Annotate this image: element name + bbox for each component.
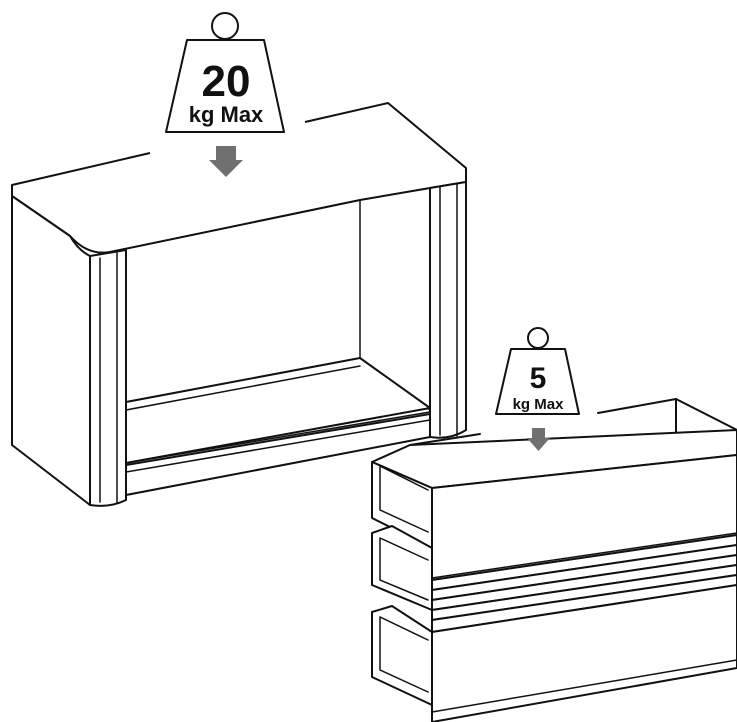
drawer-unit bbox=[371, 398, 737, 722]
down-arrow-icon bbox=[527, 428, 550, 451]
weight-badge-drawer: 5 kg Max bbox=[495, 327, 580, 415]
console-weight-value: 20 bbox=[202, 57, 251, 106]
console-left-leg bbox=[89, 249, 127, 507]
console-table bbox=[11, 102, 467, 507]
drawer-front-bottom bbox=[431, 584, 737, 722]
weight-icon bbox=[211, 12, 239, 40]
weight-badge-console: 20 kg Max bbox=[165, 12, 285, 133]
weight-icon bbox=[527, 327, 549, 349]
down-arrow-icon bbox=[209, 146, 243, 177]
console-right-leg bbox=[429, 181, 467, 439]
console-shelf bbox=[125, 357, 431, 464]
drawer-weight-unit: kg Max bbox=[513, 396, 565, 413]
drawer-weight-value: 5 bbox=[530, 362, 547, 395]
console-weight-unit: kg Max bbox=[189, 102, 264, 127]
